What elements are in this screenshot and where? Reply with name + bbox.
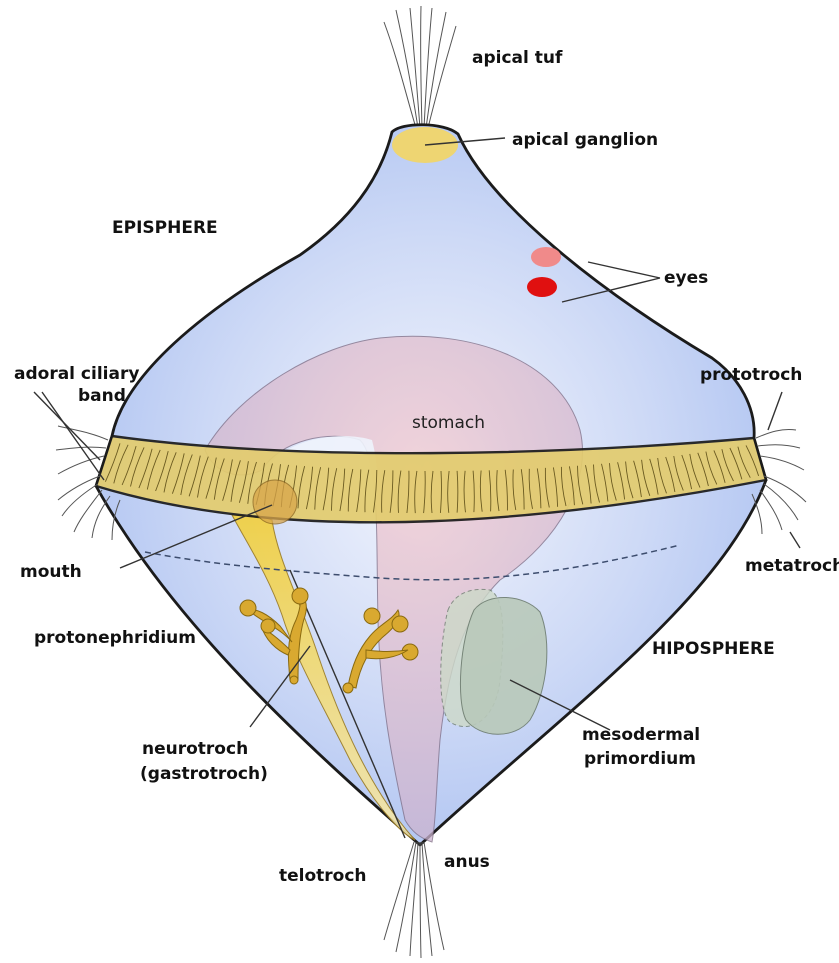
label-prototroch: prototroch (700, 365, 802, 385)
telotroch-cilia (384, 842, 444, 958)
label-anus: anus (444, 852, 490, 872)
label-mouth: mouth (20, 562, 82, 582)
mesodermal-primordium (460, 597, 546, 734)
label-stomach: stomach (412, 413, 485, 433)
label-eyes: eyes (664, 268, 708, 288)
label-episphere: EPISPHERE (112, 218, 218, 238)
label-hiposphere: HIPOSPHERE (652, 639, 775, 659)
label-neurotroch-line2: (gastrotroch) (140, 764, 268, 784)
label-adoral-ciliary-band-line1: adoral ciliary (14, 364, 139, 384)
apical-tuft-cilia (384, 6, 456, 128)
eye-dark (527, 277, 557, 297)
label-adoral-ciliary-band-line2: band (78, 386, 126, 406)
label-apical-tuf: apical tuf (472, 48, 563, 68)
label-mesodermal-line1: mesodermal (582, 725, 700, 745)
label-mesodermal-line2: primordium (584, 749, 696, 769)
eye-light (531, 247, 561, 267)
label-protonephridium: protonephridium (34, 628, 196, 648)
label-telotroch: telotroch (279, 866, 367, 886)
label-apical-ganglion: apical ganglion (512, 130, 658, 150)
label-metatroch: metatroch (745, 556, 839, 576)
label-neurotroch-line1: neurotroch (142, 739, 248, 759)
mouth (253, 480, 297, 524)
